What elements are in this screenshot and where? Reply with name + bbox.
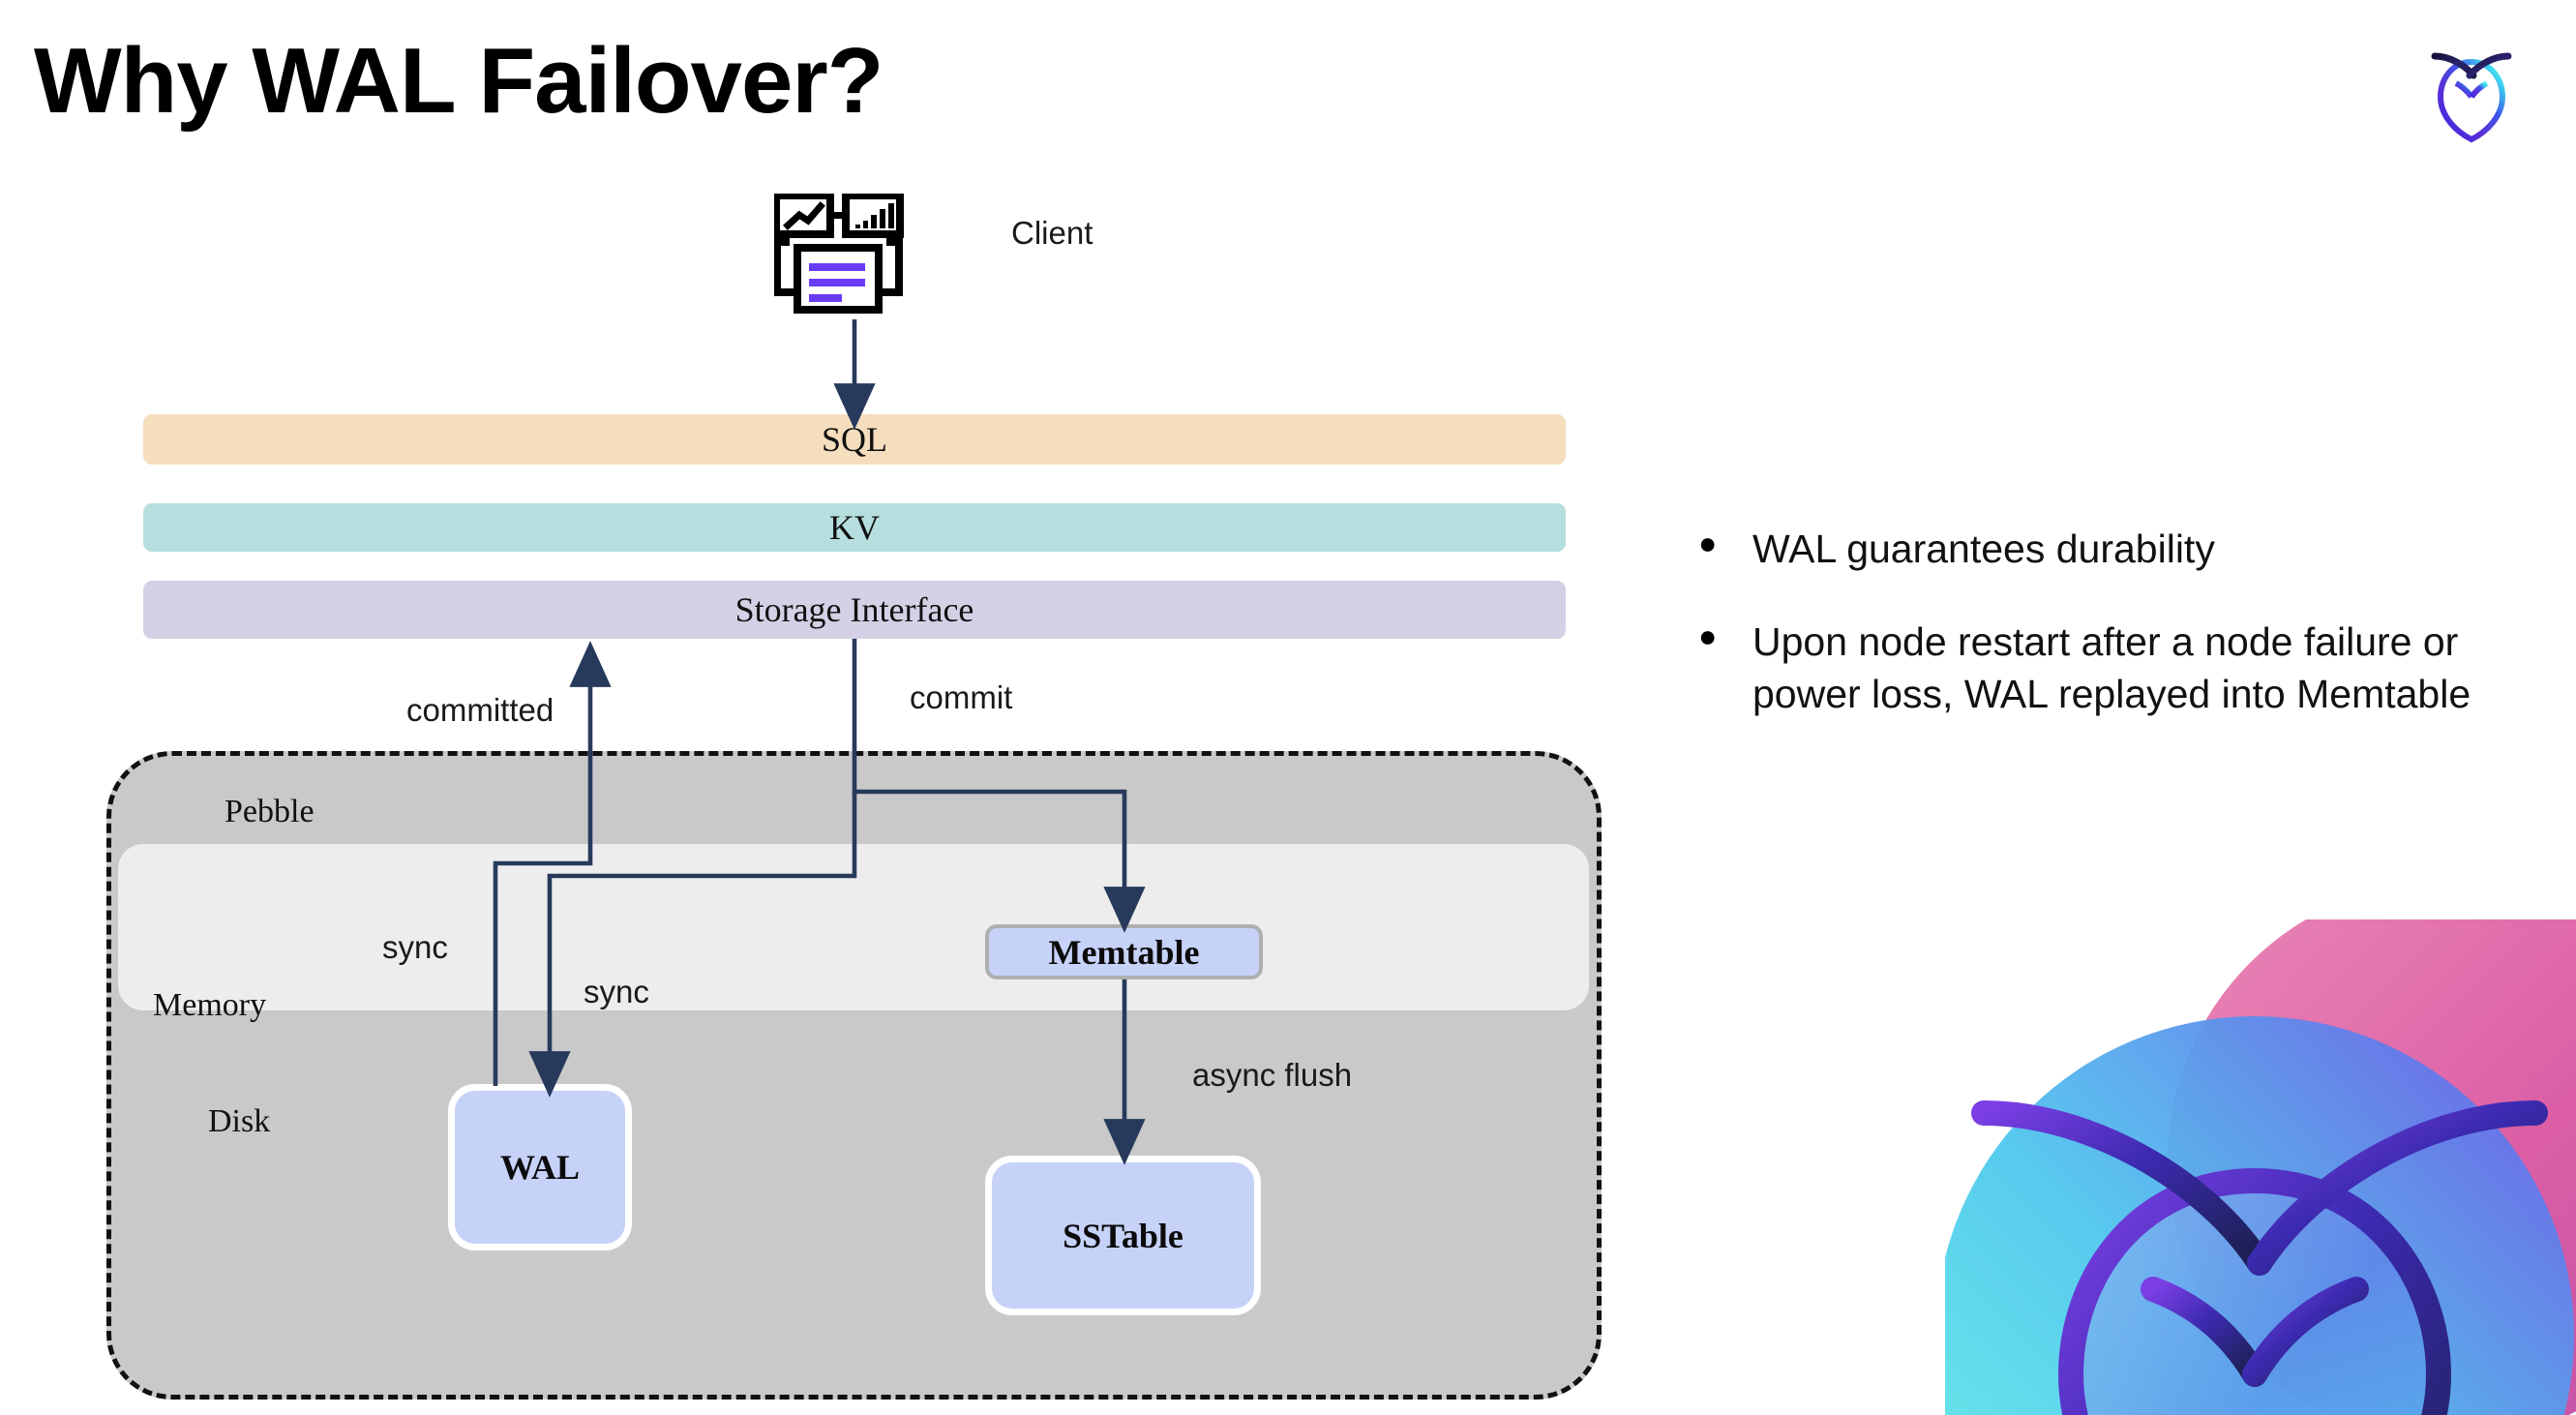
bullet-text: WAL guarantees durability bbox=[1752, 527, 2215, 571]
pebble-label: Pebble bbox=[225, 794, 315, 829]
list-item: ● WAL guarantees durability bbox=[1698, 523, 2501, 575]
edge-label-commit: commit bbox=[910, 679, 1013, 715]
client-label: Client bbox=[1011, 215, 1093, 251]
diagram-edges bbox=[493, 319, 1146, 1165]
layer-bar-storage-interface: Storage Interface bbox=[143, 581, 1566, 639]
edge-label-sync-right: sync bbox=[584, 974, 649, 1009]
architecture-diagram: Client SQL KV Storage Interface Pebble M… bbox=[106, 192, 1602, 1400]
node-memtable-label: Memtable bbox=[1048, 932, 1200, 972]
client-analytics-icon bbox=[772, 192, 924, 319]
bullet-marker-icon: ● bbox=[1698, 618, 1718, 654]
memory-label: Memory bbox=[153, 987, 267, 1023]
bullet-marker-icon: ● bbox=[1698, 526, 1718, 560]
disk-label: Disk bbox=[208, 1103, 271, 1139]
edge-label-committed: committed bbox=[406, 692, 554, 728]
decorative-logo-graphic bbox=[1945, 919, 2576, 1415]
node-memtable: Memtable bbox=[985, 924, 1263, 979]
layer-bar-kv-label: KV bbox=[829, 508, 880, 547]
layer-bar-storage-interface-label: Storage Interface bbox=[734, 590, 974, 629]
bullet-list: ● WAL guarantees durability ● Upon node … bbox=[1698, 523, 2501, 761]
list-item: ● Upon node restart after a node failure… bbox=[1698, 616, 2501, 720]
cockroachdb-logo bbox=[2413, 29, 2530, 145]
page-title: Why WAL Failover? bbox=[34, 29, 884, 133]
edge-label-sync-left: sync bbox=[382, 929, 448, 965]
bullet-text: Upon node restart after a node failure o… bbox=[1752, 619, 2471, 717]
node-sstable-label: SSTable bbox=[1063, 1216, 1183, 1255]
edge-label-async-flush: async flush bbox=[1192, 1057, 1353, 1093]
layer-bar-kv: KV bbox=[143, 503, 1566, 552]
node-wal-label: WAL bbox=[499, 1148, 581, 1187]
